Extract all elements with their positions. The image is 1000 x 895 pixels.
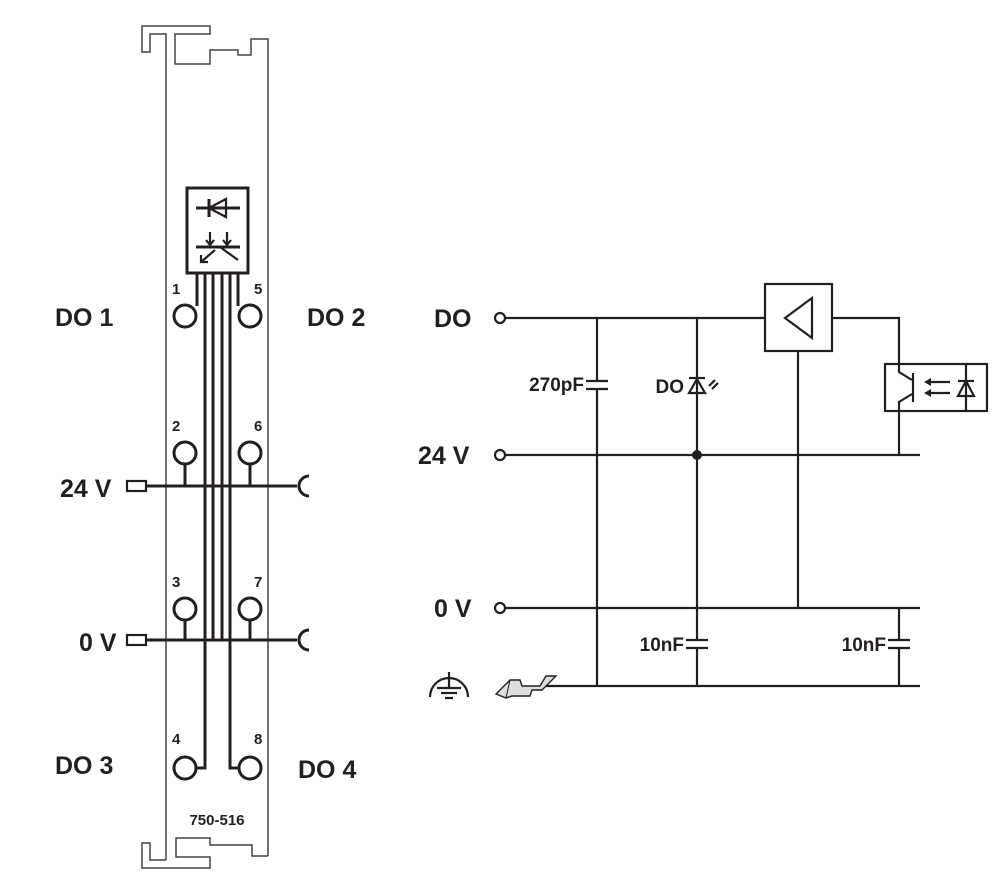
- rail-label-24v: 24 V: [418, 442, 470, 470]
- terminal-number: 2: [172, 418, 180, 435]
- rail-label-do: DO: [434, 305, 472, 333]
- led-icon: [687, 318, 719, 686]
- label-0v: 0 V: [79, 629, 117, 657]
- terminal-number: 5: [254, 281, 262, 298]
- module-status-icon: [185, 186, 250, 275]
- din-rail-icon: [494, 675, 558, 699]
- terminals: [172, 303, 263, 781]
- label-10nf-2: 10nF: [842, 635, 886, 656]
- rail-label-0v: 0 V: [434, 595, 472, 623]
- schematic: [428, 282, 989, 700]
- phototransistor-icon: [196, 232, 240, 264]
- label-10nf-1: 10nF: [640, 635, 684, 656]
- module-housing: [141, 25, 269, 869]
- terminal-number: 4: [172, 731, 181, 748]
- label-270pf: 270pF: [529, 375, 584, 396]
- terminal-number: 7: [254, 574, 262, 591]
- terminal-number: 8: [254, 731, 262, 748]
- label-do4: DO 4: [298, 756, 356, 784]
- capacitor-270pf: [586, 318, 608, 686]
- bus-24v: [125, 474, 310, 498]
- label-do1: DO 1: [55, 304, 113, 332]
- label-led-do: DO: [656, 377, 685, 398]
- optocoupler-icon: [883, 362, 989, 413]
- terminal-6[interactable]: [237, 440, 263, 466]
- diode-icon: [196, 197, 240, 219]
- terminal-7[interactable]: [237, 596, 263, 622]
- bus-0v: [125, 628, 310, 652]
- terminal-24v: [493, 448, 507, 462]
- terminal-3[interactable]: [172, 596, 198, 622]
- terminal-number: 1: [172, 281, 180, 298]
- label-do3: DO 3: [55, 752, 113, 780]
- terminal-number: 6: [254, 418, 262, 435]
- terminal-1[interactable]: [172, 303, 198, 329]
- terminal-number: 3: [172, 574, 180, 591]
- capacitor-10nf-1: [686, 638, 708, 650]
- label-24v: 24 V: [60, 475, 112, 503]
- terminal-4[interactable]: [172, 755, 198, 781]
- label-do2: DO 2: [307, 304, 365, 332]
- terminal-0v: [493, 601, 507, 615]
- buffer-driver-icon: [763, 282, 834, 353]
- terminal-do: [493, 311, 507, 325]
- ground-icon: [428, 672, 470, 700]
- junction-dot: [692, 450, 702, 460]
- internal-wiring: [195, 273, 240, 770]
- capacitor-10nf-2: [888, 608, 910, 686]
- terminal-8[interactable]: [237, 755, 263, 781]
- terminal-5[interactable]: [237, 303, 263, 329]
- part-number: 750-516: [189, 812, 244, 829]
- terminal-2[interactable]: [172, 440, 198, 466]
